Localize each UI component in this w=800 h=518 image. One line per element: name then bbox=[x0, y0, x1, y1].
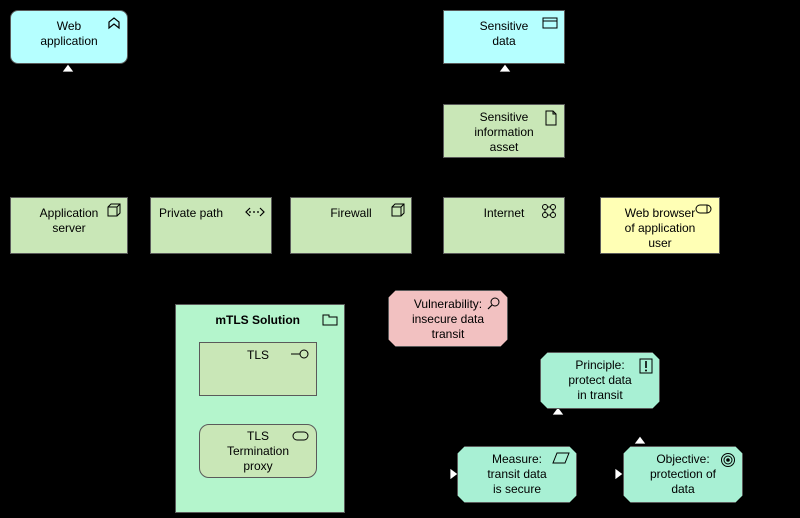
system-software-icon bbox=[695, 204, 712, 214]
sensitive-data-arrowhead bbox=[498, 63, 512, 73]
firewall-label: Firewall bbox=[330, 206, 372, 220]
tls-proxy-label: TLS Termination proxy bbox=[226, 429, 290, 473]
internet-top-mark bbox=[505, 193, 509, 197]
private-path-label: Private path bbox=[158, 206, 224, 220]
assessment-icon bbox=[487, 296, 501, 310]
artifact-icon bbox=[545, 110, 557, 126]
measure-arrowhead bbox=[449, 467, 459, 481]
group-title: mTLS Solution bbox=[215, 313, 300, 327]
sensitive-asset-label: Sensitive information asset bbox=[474, 110, 534, 154]
private-path-node[interactable]: Private path bbox=[150, 197, 272, 254]
node-icon bbox=[107, 203, 121, 217]
requirement-icon bbox=[552, 452, 570, 464]
interface-icon bbox=[291, 349, 309, 359]
sensitive-data-label: Sensitive data bbox=[479, 19, 529, 48]
folder-icon bbox=[322, 314, 338, 326]
sensitive-data-node[interactable]: Sensitive data bbox=[443, 10, 565, 64]
principle-label: Principle: protect data in transit bbox=[568, 358, 632, 402]
vulnerability-label: Vulnerability: insecure data transit bbox=[411, 297, 485, 341]
principle-icon bbox=[639, 358, 653, 374]
application-server-label: Application server bbox=[39, 206, 99, 235]
mtls-solution-group[interactable]: mTLS Solution bbox=[175, 304, 345, 513]
data-object-icon bbox=[542, 17, 558, 29]
communication-network-icon bbox=[542, 204, 556, 218]
technology-service-icon bbox=[292, 431, 309, 441]
tls-proxy-node[interactable]: TLS Termination proxy bbox=[199, 424, 317, 478]
objective-label: Objective: protection of data bbox=[649, 452, 717, 496]
objective-node[interactable]: Objective: protection of data bbox=[623, 446, 743, 503]
vulnerability-node[interactable]: Vulnerability: insecure data transit bbox=[388, 290, 508, 347]
web-browser-node[interactable]: Web browser of application user bbox=[600, 197, 720, 254]
tls-node[interactable]: TLS bbox=[199, 342, 317, 396]
web-browser-label: Web browser of application user bbox=[624, 206, 696, 250]
measure-node[interactable]: Measure: transit data is secure bbox=[457, 446, 577, 503]
goal-icon bbox=[720, 452, 736, 468]
objective-arrowhead bbox=[633, 435, 647, 445]
firewall-node[interactable]: Firewall bbox=[290, 197, 412, 254]
sensitive-asset-node[interactable]: Sensitive information asset bbox=[443, 104, 565, 158]
web-app-arrowhead bbox=[61, 63, 75, 73]
measure-label: Measure: transit data is secure bbox=[487, 452, 547, 496]
application-server-node[interactable]: Application server bbox=[10, 197, 128, 254]
principle-node[interactable]: Principle: protect data in transit bbox=[540, 352, 660, 409]
principle-arrowhead bbox=[551, 406, 565, 416]
node-icon bbox=[391, 203, 405, 217]
objective-left-arrowhead bbox=[614, 467, 624, 481]
application-component-icon bbox=[108, 17, 120, 30]
internet-node[interactable]: Internet bbox=[443, 197, 565, 254]
web-application-node[interactable]: Web application bbox=[10, 10, 128, 64]
internet-label: Internet bbox=[483, 206, 525, 220]
web-application-label: Web application bbox=[40, 19, 98, 48]
app-server-mark-2 bbox=[88, 193, 92, 197]
path-icon bbox=[245, 207, 265, 217]
tls-label: TLS bbox=[246, 348, 269, 362]
app-server-mark-1 bbox=[66, 193, 70, 197]
